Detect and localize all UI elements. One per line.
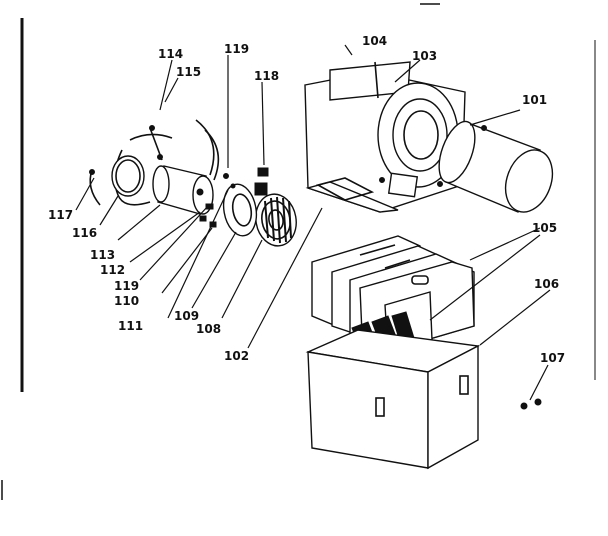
label-105: 105 [532,221,557,235]
cylinder-part [438,120,554,213]
blower-housing [304,61,466,213]
label-107: 107 [540,351,565,365]
mounting-plate [222,183,258,237]
label-106: 106 [534,277,559,291]
label-113: 113 [90,248,115,262]
label-119-top: 119 [224,42,249,56]
screws [520,398,542,410]
small-parts [199,167,269,228]
base-cabinet [305,329,481,470]
label-102: 102 [224,349,249,363]
label-119-bottom: 119 [114,279,139,293]
wire-bracket [89,125,173,206]
label-108: 108 [196,322,221,336]
label-114: 114 [158,47,183,61]
leader-lines [75,44,551,401]
label-116: 116 [72,226,97,240]
label-112: 112 [100,263,125,277]
fan-wheel [254,182,297,247]
label-104: 104 [362,34,387,48]
label-111: 111 [118,319,143,333]
motor [152,119,220,215]
label-101: 101 [522,93,547,107]
label-110: 110 [114,294,139,308]
label-118: 118 [254,69,279,83]
part-labels: 101 102 103 104 105 106 107 108 109 110 … [48,34,565,365]
label-109: 109 [174,309,199,323]
margin-marks [1,3,596,500]
label-117: 117 [48,208,73,222]
label-115: 115 [176,65,201,79]
label-103: 103 [412,49,437,63]
